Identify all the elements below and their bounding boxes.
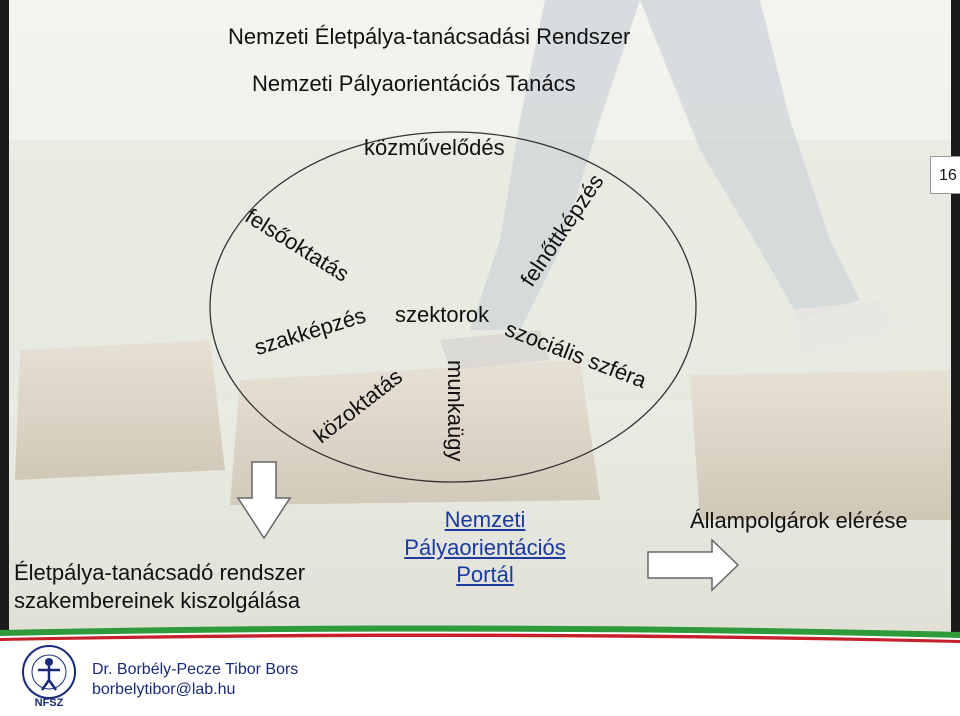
title-line-2: Nemzeti Pályaorientációs Tanács (252, 71, 576, 96)
page-number: 16 (930, 156, 960, 194)
author-name: Dr. Borbély-Pecze Tibor Bors (92, 661, 299, 678)
label-szektorok: szektorok (395, 302, 490, 327)
footer-stripes (0, 625, 960, 643)
stone-right (690, 370, 952, 520)
portal-link[interactable]: Nemzeti Pályaorientációs Portál (380, 506, 590, 589)
footer (0, 625, 960, 716)
jeans-left-leg (470, 0, 640, 330)
portal-line-3[interactable]: Portál (456, 562, 514, 588)
stone-middle (230, 360, 600, 505)
right-edge-bar (951, 0, 960, 716)
title-line-1: Nemzeti Életpálya-tanácsadási Rendszer (228, 24, 631, 49)
left-edge-bar (0, 0, 9, 716)
nfsz-logo-icon: NFSZ (22, 645, 76, 709)
label-allampolgarok: Állampolgárok elérése (690, 508, 908, 533)
jeans-right-leg (640, 0, 860, 320)
portal-line-1[interactable]: Nemzeti (444, 507, 526, 532)
down-arrow-icon (236, 461, 292, 540)
stone-left (15, 340, 225, 480)
shoe-left (440, 330, 550, 370)
label-kozmuvelodes: közművelődés (364, 135, 505, 160)
portal-line-2[interactable]: Pályaorientációs (404, 534, 566, 560)
right-arrow-icon (647, 538, 740, 592)
logo-text: NFSZ (35, 697, 64, 709)
author-email: borbelytibor@lab.hu (92, 681, 236, 698)
shoe-right (790, 300, 900, 355)
left-text-line-1: Életpálya-tanácsadó rendszer (14, 560, 306, 585)
left-text-line-2: szakembereinek kiszolgálása (14, 588, 301, 613)
